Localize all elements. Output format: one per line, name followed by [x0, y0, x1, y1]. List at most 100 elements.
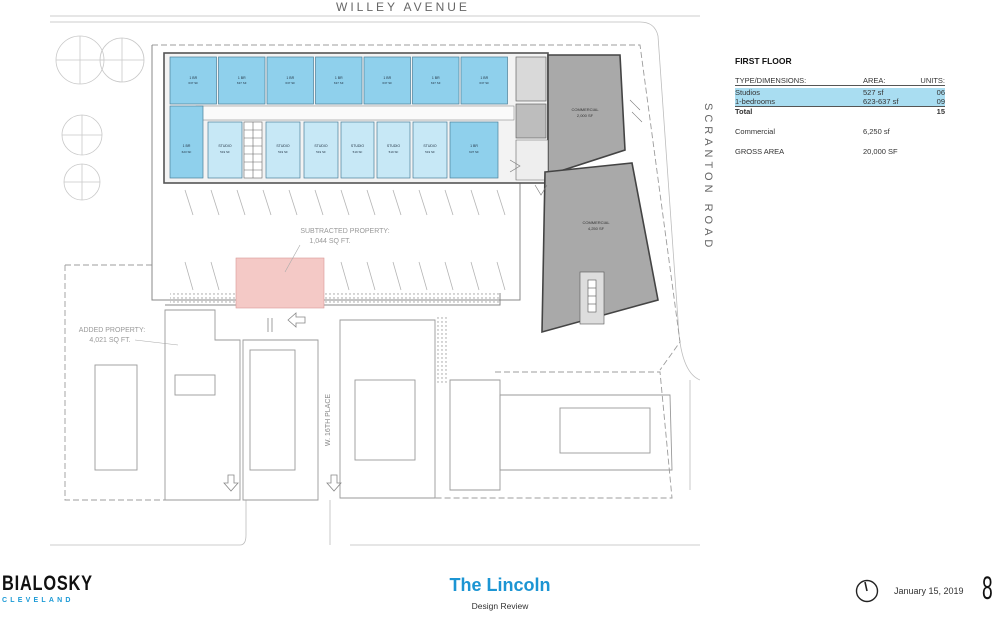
schedule-title: FIRST FLOOR [735, 56, 792, 66]
stall-line [210, 261, 220, 291]
unit-1br: 1 BR 623 SF [169, 105, 204, 179]
stair-south [579, 271, 605, 325]
stall-line [288, 189, 298, 216]
unit-label: 1 BR [286, 76, 294, 80]
commercial-north-label: COMMERCIAL [571, 107, 599, 112]
unit-label: STUDIO [218, 144, 232, 148]
unit-area: 519 SF [389, 150, 399, 154]
bottom-unit-row: 1 BR 623 SF STUDIO 519 SF STUDIO 519 SF STUDIO… [169, 105, 499, 179]
row-type: 1-bedrooms [735, 97, 776, 106]
added-property-label: ADDED PROPERTY: [79, 327, 145, 334]
unit-label: 1 BR [183, 144, 191, 148]
unit-schedule: FIRST FLOOR TYPE/DIMENSIONS: AREA: UNITS… [735, 56, 945, 162]
lobby [515, 139, 549, 181]
unit-label: 1 BR [189, 76, 197, 80]
row-units: 06 [936, 88, 945, 97]
trees [55, 35, 145, 201]
unit-area: 637 SF [188, 81, 198, 85]
project-title: The Lincoln [449, 575, 551, 595]
scranton-road-label: SCRANTON ROAD [702, 103, 714, 252]
unit-area: 637 SF [285, 81, 295, 85]
unit-label: 1 BR [383, 76, 391, 80]
site-plan: SUBTRACTED PROPERTY: 1,044 SQ FT. ADDED … [50, 15, 700, 546]
project-subtitle: Design Review [471, 601, 529, 611]
stall-line [340, 189, 350, 216]
subtracted-property-area [235, 257, 325, 309]
entry-markers [509, 99, 643, 196]
stall-line [366, 189, 376, 216]
header-type: TYPE/DIMENSIONS: [735, 76, 807, 85]
property-lines [64, 44, 681, 501]
stall-line [392, 261, 402, 291]
unit-label: STUDIO [423, 144, 437, 148]
added-property-area-text: 4,021 SQ FT. [89, 337, 130, 344]
stall-line [470, 189, 480, 216]
unit-label: 1 BR [335, 76, 343, 80]
stall-line [418, 261, 428, 291]
stall-line [444, 261, 454, 291]
commercial-south-label: COMMERCIAL [582, 220, 610, 225]
stall-line [470, 261, 480, 291]
traffic-arrows [223, 312, 342, 492]
row-units: 09 [936, 97, 945, 106]
schedule-row-1-bedrooms: 1-bedrooms 623-637 sf 09 [735, 97, 945, 106]
commercial-label: Commercial [735, 127, 776, 136]
firm-logo: BIALOSKY CLEVELAND [2, 572, 119, 604]
header-units: UNITS: [920, 76, 945, 85]
gross-label: GROSS AREA [735, 147, 785, 156]
unit-label: STUDIO [351, 144, 365, 148]
stall-line [314, 189, 324, 216]
unit-label: 1 BR [470, 144, 478, 148]
subtracted-property-area-text: 1,044 SQ FT. [309, 238, 350, 245]
schedule-gross-area: GROSS AREA 20,000 SF [735, 142, 945, 162]
unit-area: 519 SF [316, 150, 326, 154]
subtracted-leader [284, 244, 301, 273]
unit-label: STUDIO [387, 144, 401, 148]
total-label: Total [735, 107, 753, 116]
issue-date: January 15, 2019 [894, 586, 964, 596]
gross-value: 20,000 SF [863, 147, 898, 156]
stall-line [366, 261, 376, 291]
stall-line [392, 189, 402, 216]
logo-city: CLEVELAND [2, 597, 74, 604]
commercial-south-area: 4,250 SF [588, 226, 605, 231]
stall-line [496, 261, 506, 291]
page-number: 8 [982, 570, 993, 606]
schedule-header: TYPE/DIMENSIONS: AREA: UNITS: [735, 76, 945, 86]
unit-label: STUDIO [314, 144, 328, 148]
added-leader [134, 339, 179, 346]
stall-line [340, 261, 350, 291]
unit-label: 1 BR [238, 76, 246, 80]
stall-line [418, 189, 428, 216]
unit-area: 637 SF [469, 150, 479, 154]
stall-line [496, 189, 506, 216]
unit-label: STUDIO [276, 144, 290, 148]
stair-north [243, 121, 263, 179]
commercial-south-space [541, 162, 659, 334]
willey-avenue-label: WILLEY AVENUE [336, 0, 470, 14]
row-type: Studios [735, 88, 761, 97]
unit-area: 623 SF [182, 150, 192, 154]
unit-label: 1 BR [480, 76, 488, 80]
commercial-north-space [547, 54, 626, 177]
neighbor-buildings [94, 309, 673, 501]
unit-studio: STUDIO 519 SF [340, 121, 375, 179]
subtracted-property-label: SUBTRACTED PROPERTY: [300, 228, 389, 235]
logo-wordmark: BIALOSKY [2, 572, 93, 595]
stall-line [184, 261, 194, 291]
unit-area: 637 SF [382, 81, 392, 85]
service-room-1 [515, 56, 547, 102]
north-arrow-icon [855, 579, 879, 603]
commercial-north-area: 2,000 SF [577, 113, 594, 118]
unit-area: 519 SF [353, 150, 363, 154]
